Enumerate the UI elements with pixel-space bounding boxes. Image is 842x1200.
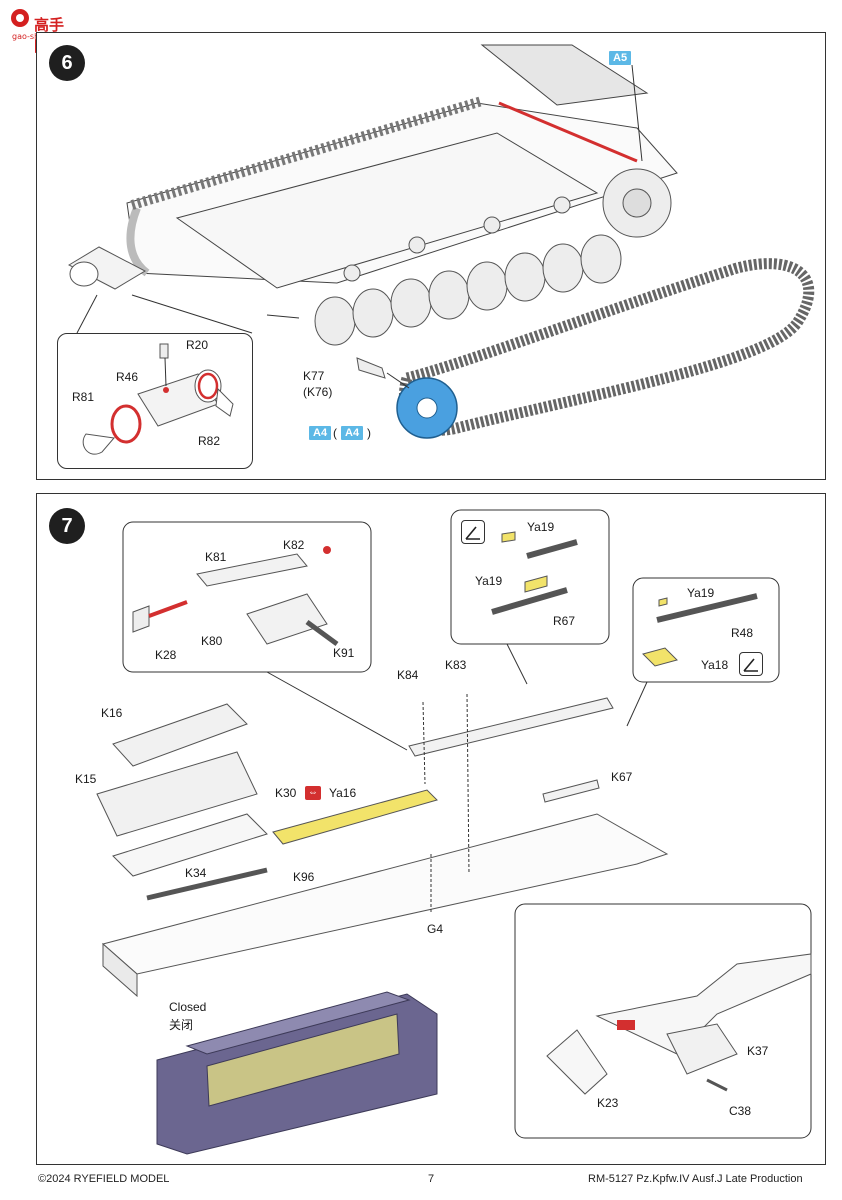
label-r48: R48 bbox=[731, 626, 754, 640]
label-ya19-c: Ya19 bbox=[687, 586, 715, 600]
part-badge-a4-alt: A4 bbox=[341, 426, 364, 440]
page-number: 7 bbox=[428, 1173, 435, 1185]
paren-open: ( bbox=[333, 426, 337, 440]
label-g4: G4 bbox=[427, 922, 444, 936]
step-7-panel: 7 bbox=[36, 493, 826, 1165]
footer-copyright: ©2024 RYEFIELD MODEL bbox=[38, 1173, 170, 1185]
label-k77: K77 bbox=[303, 369, 325, 383]
label-r46: R46 bbox=[116, 370, 139, 384]
label-k67: K67 bbox=[611, 770, 633, 784]
label-k28: K28 bbox=[155, 648, 177, 662]
label-k30: K30 bbox=[275, 786, 297, 800]
label-k23: K23 bbox=[597, 1096, 619, 1110]
label-k15: K15 bbox=[75, 772, 97, 786]
label-r82: R82 bbox=[198, 434, 221, 448]
swap-arrows-icon: ⇔ bbox=[305, 786, 321, 800]
label-ya19-b: Ya19 bbox=[475, 574, 503, 588]
paren-close: ) bbox=[367, 426, 371, 440]
part-badge-a5: A5 bbox=[609, 51, 632, 65]
label-c38: C38 bbox=[729, 1104, 752, 1118]
label-k34: K34 bbox=[185, 866, 207, 880]
step-number: 7 bbox=[49, 508, 85, 544]
muffler-inset: R20 R46 R81 R82 bbox=[57, 333, 253, 469]
watermark-icon bbox=[11, 9, 29, 27]
label-ya18: Ya18 bbox=[701, 658, 729, 672]
step-6-panel: 6 bbox=[36, 32, 826, 480]
label-k84: K84 bbox=[397, 668, 419, 682]
label-r20: R20 bbox=[186, 338, 209, 352]
label-k83: K83 bbox=[445, 658, 467, 672]
label-k96: K96 bbox=[293, 870, 315, 884]
label-k81: K81 bbox=[205, 550, 227, 564]
closed-label: Closed bbox=[169, 1000, 207, 1014]
label-r67: R67 bbox=[553, 614, 576, 628]
part-badge-a4: A4 bbox=[309, 426, 332, 440]
muffler-inset-drawing bbox=[82, 343, 234, 455]
step-6-drawing bbox=[67, 44, 815, 439]
label-ya19-a: Ya19 bbox=[527, 520, 555, 534]
step-number: 6 bbox=[49, 45, 85, 81]
label-k37: K37 bbox=[747, 1044, 769, 1058]
photo-etch-bend-icon bbox=[461, 520, 485, 544]
footer-kit-title: RM-5127 Pz.Kpfw.IV Ausf.J Late Productio… bbox=[588, 1173, 803, 1185]
label-k80: K80 bbox=[201, 634, 223, 648]
label-r81: R81 bbox=[72, 390, 95, 404]
label-k91: K91 bbox=[333, 646, 355, 660]
closed-label-cn: 关闭 bbox=[169, 1018, 194, 1032]
label-k76: (K76) bbox=[303, 385, 333, 399]
step-7-drawing bbox=[96, 509, 812, 1155]
label-k82: K82 bbox=[283, 538, 305, 552]
photo-etch-bend-icon bbox=[739, 652, 763, 676]
label-ya16: Ya16 bbox=[329, 786, 357, 800]
label-k16: K16 bbox=[101, 706, 123, 720]
